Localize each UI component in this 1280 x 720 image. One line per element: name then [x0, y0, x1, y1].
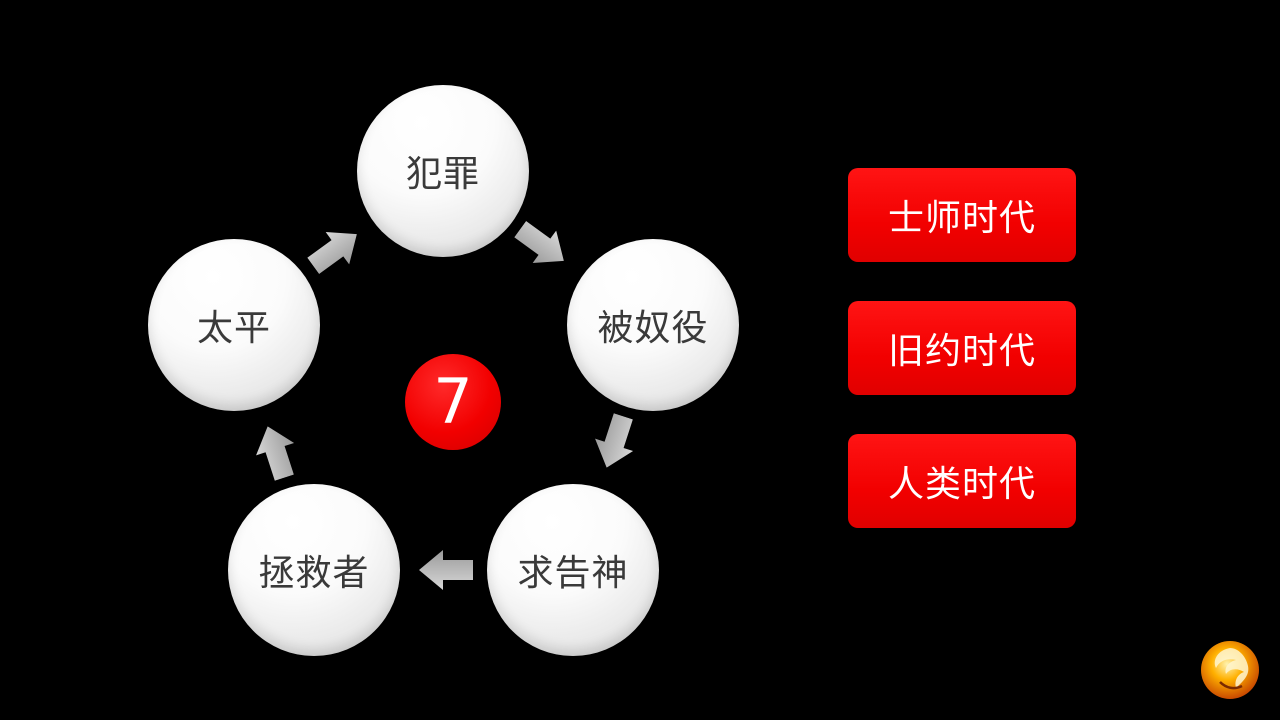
- cycle-node-label: 犯罪: [405, 154, 480, 195]
- cycle-node-enslaved: 被奴役: [567, 239, 739, 411]
- cycle-count-badge: 7: [405, 354, 501, 450]
- cycle-count-number: 7: [433, 365, 473, 438]
- cycle-node-cry-to-god: 求告神: [487, 484, 659, 656]
- cycle-node-label: 太平: [196, 308, 271, 349]
- era-label: 士师时代: [887, 198, 1036, 239]
- era-box-judges: 士师时代: [848, 168, 1076, 262]
- era-label: 人类时代: [887, 464, 1036, 505]
- cycle-node-label: 拯救者: [258, 553, 370, 594]
- cycle-node-sin: 犯罪: [357, 85, 529, 257]
- era-label: 旧约时代: [887, 331, 1036, 372]
- cycle-node-peace: 太平: [148, 239, 320, 411]
- cycle-node-label: 求告神: [517, 553, 629, 594]
- cycle-node-label: 被奴役: [597, 308, 709, 349]
- right-arrow-icon: [419, 550, 473, 590]
- right-arrow-icon: [508, 213, 575, 277]
- era-box-humanity: 人类时代: [848, 434, 1076, 528]
- phoenix-logo: [1198, 638, 1262, 702]
- era-box-old-testament: 旧约时代: [848, 301, 1076, 395]
- right-arrow-icon: [588, 410, 643, 474]
- cycle-node-deliverer: 拯救者: [228, 484, 400, 656]
- right-arrow-icon: [301, 218, 368, 282]
- right-arrow-icon: [249, 420, 304, 484]
